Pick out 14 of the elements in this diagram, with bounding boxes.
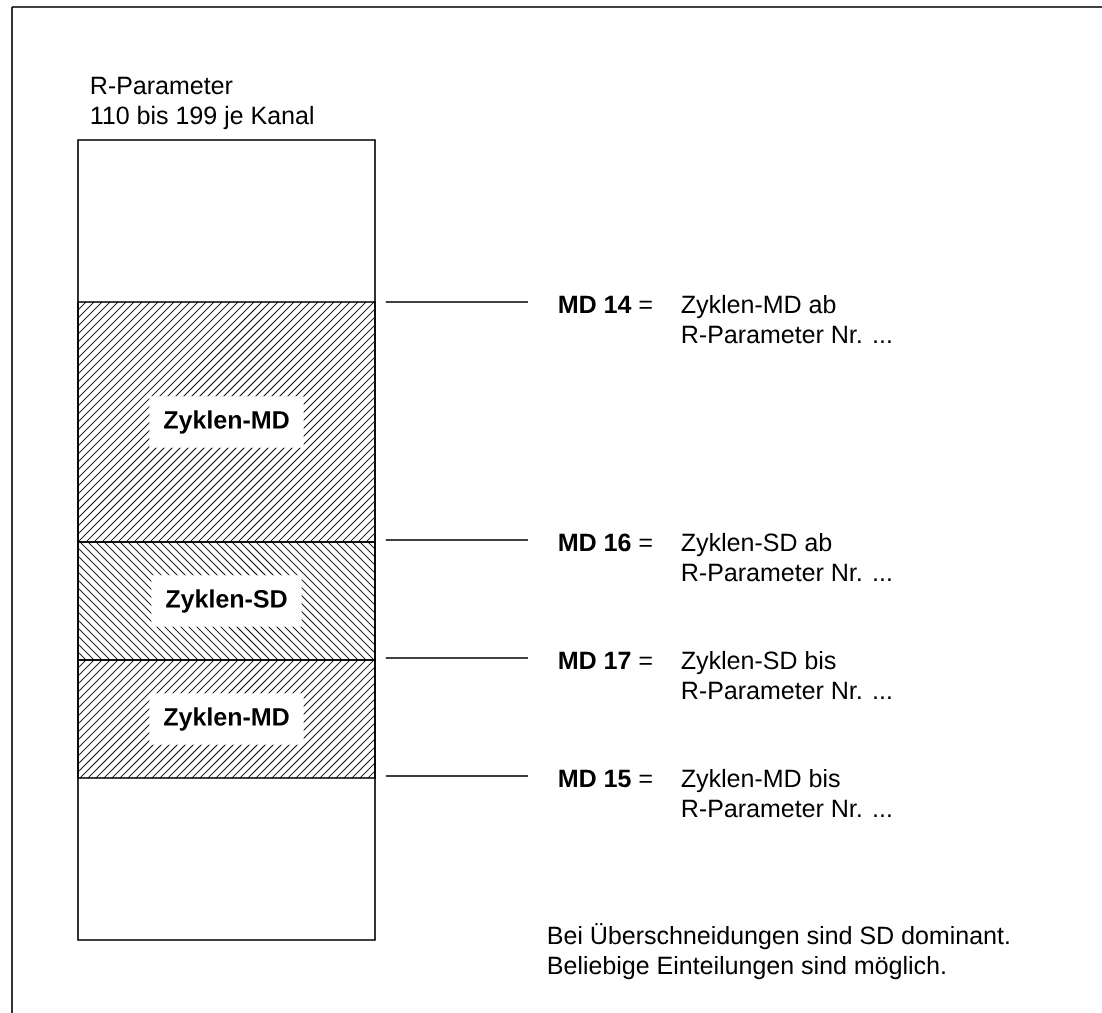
leader-line	[385, 657, 529, 659]
column-heading: R-Parameter 110 bis 199 je Kanal	[91, 76, 313, 130]
hatched-band: Zyklen-MD	[77, 659, 376, 779]
hatched-band: Zyklen-MD	[77, 301, 376, 543]
leader-line	[385, 539, 529, 541]
callout-text: MD 17 = Zyklen-SD bis R-Parameter Nr. ...	[559, 650, 891, 700]
callout-text: MD 15 = Zyklen-MD bis R-Parameter Nr. ...	[559, 768, 891, 818]
callout-text: MD 14 = Zyklen-MD ab R-Parameter Nr. ...	[559, 294, 891, 344]
note-text: Beliebige Einteilungen sind möglich.	[548, 955, 945, 980]
note-text: Bei Überschneidungen sind SD dominant.	[548, 923, 1009, 950]
hatched-band: Zyklen-SD	[77, 541, 376, 661]
leader-line	[385, 301, 529, 303]
leader-line	[385, 775, 529, 777]
callout-text: MD 16 = Zyklen-SD ab R-Parameter Nr. ...	[559, 532, 891, 582]
